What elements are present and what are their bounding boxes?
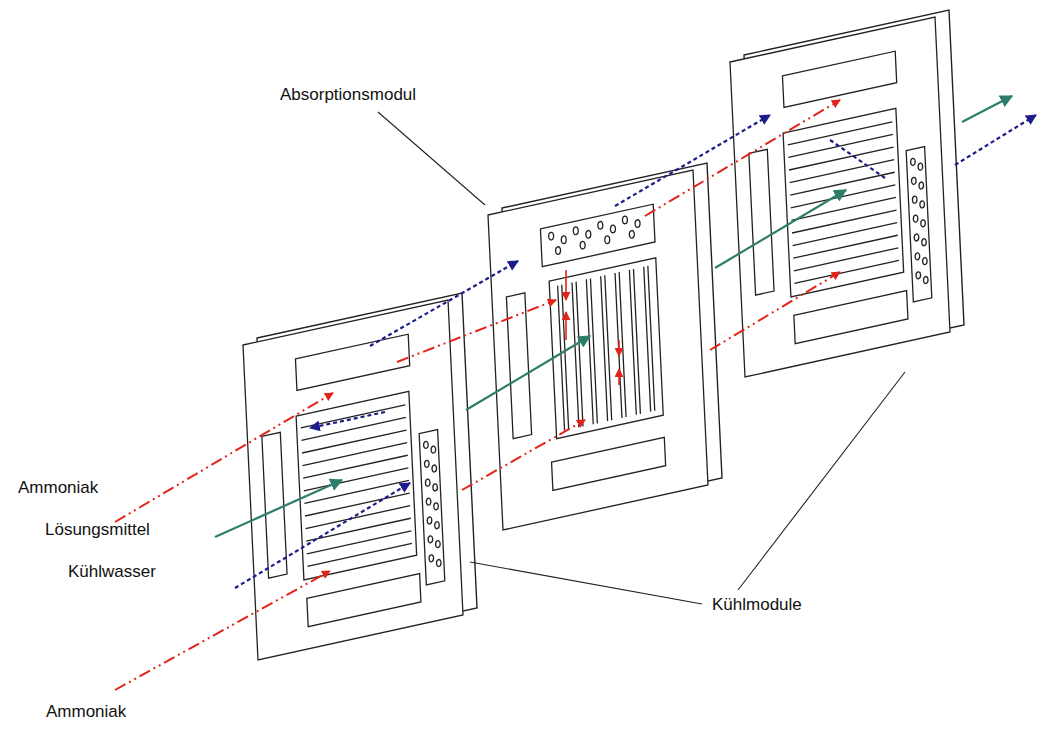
module-label: Absorptionsmodul <box>280 85 416 105</box>
stream-label: Ammoniak <box>46 702 126 722</box>
stream-label: Ammoniak <box>18 478 98 498</box>
stream-label: Lösungsmittel <box>45 520 150 540</box>
module-label: Kühlmodule <box>712 595 802 615</box>
stream-label: Kühlwasser <box>68 562 156 582</box>
